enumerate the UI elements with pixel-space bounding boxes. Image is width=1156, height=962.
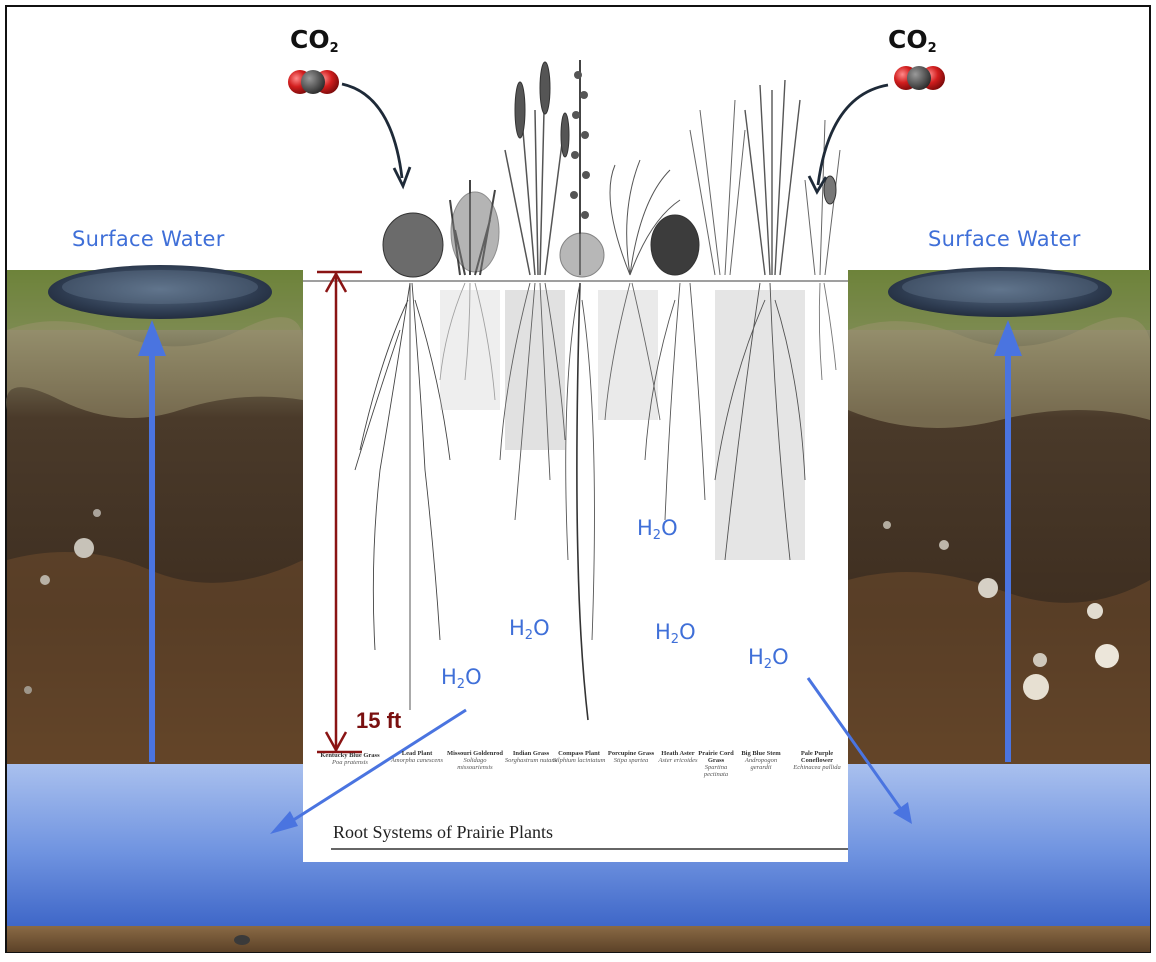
infiltration-arrow-right: [806, 677, 912, 824]
bedrock-strip: [7, 926, 1150, 952]
co2-label-right: CO2: [888, 25, 937, 56]
panel-caption: Root Systems of Prairie Plants: [333, 822, 553, 842]
upflow-arrow-right: [994, 320, 1022, 762]
surface-water-pond-right: [888, 267, 1112, 317]
infiltration-arrow-left: [270, 708, 467, 834]
h2o-label: H2O: [748, 645, 789, 672]
root-systems-panel: [303, 270, 848, 862]
h2o-label: H2O: [441, 665, 482, 692]
h2o-label: H2O: [509, 616, 550, 643]
h2o-label: H2O: [637, 516, 678, 543]
co2-molecule-left: [288, 70, 339, 94]
co2-label-left: CO2: [290, 25, 339, 56]
co2-molecule-right: [894, 66, 945, 90]
root-systems: [354, 282, 837, 721]
co2-arrow-right: [807, 83, 889, 195]
depth-label: 15 ft: [356, 708, 402, 733]
surface-water-pond-left: [48, 265, 272, 319]
surface-water-label-right: Surface Water: [928, 227, 1081, 251]
surface-water-label-left: Surface Water: [72, 227, 225, 251]
rock: [234, 935, 250, 945]
upflow-arrow-left: [138, 320, 166, 762]
plant-shoots: [382, 60, 841, 278]
h2o-label: H2O: [655, 620, 696, 647]
co2-arrow-left: [341, 82, 412, 190]
depth-ruler: [317, 270, 362, 754]
